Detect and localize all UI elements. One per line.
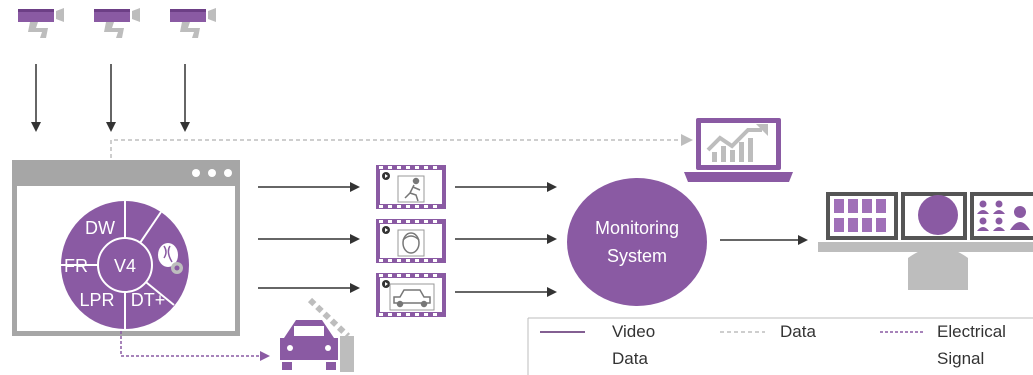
wheel-segment-dw: DW	[85, 218, 115, 238]
legend-data-label: Data	[780, 322, 816, 341]
legend-video-line1: Video	[612, 322, 655, 341]
monitoring-label-line2: System	[607, 246, 667, 266]
security-camera-icon	[170, 8, 216, 38]
v4-wheel: V4 DW FR LPR DT+	[61, 201, 189, 329]
security-camera-icon	[94, 8, 140, 38]
clip-face	[376, 219, 446, 263]
camera-3	[170, 8, 216, 38]
laptop-analytics-icon	[684, 118, 793, 182]
monitoring-label-line1: Monitoring	[595, 218, 679, 238]
monitoring-system-node: Monitoring System	[567, 178, 707, 306]
electrical-line-to-barrier	[120, 331, 270, 361]
window-dot-3	[224, 169, 232, 177]
legend: Video Data Data Electrical Signal	[527, 317, 1033, 375]
operator-at-monitors-icon	[818, 192, 1033, 290]
legend-electrical-line1: Electrical	[937, 322, 1006, 341]
running-person-icon	[404, 177, 421, 202]
clip-running-person	[376, 165, 446, 209]
face-icon	[402, 232, 420, 254]
car-barrier-icon	[280, 297, 354, 372]
legend-electrical-line2: Signal	[937, 349, 984, 368]
car-icon	[393, 289, 431, 308]
window-dot-1	[192, 169, 200, 177]
data-line-to-analytics	[110, 134, 693, 158]
security-camera-icon	[18, 8, 64, 38]
wheel-segment-fr: FR	[64, 256, 88, 276]
wheel-segment-dt: DT+	[131, 290, 166, 310]
brain-gear-icon	[158, 243, 183, 274]
window-dot-2	[208, 169, 216, 177]
wheel-center-label: V4	[114, 256, 136, 276]
wheel-segment-lpr: LPR	[79, 290, 114, 310]
clip-car	[376, 273, 446, 317]
camera-1	[18, 8, 64, 38]
legend-video-line2: Data	[612, 349, 648, 368]
camera-2	[94, 8, 140, 38]
